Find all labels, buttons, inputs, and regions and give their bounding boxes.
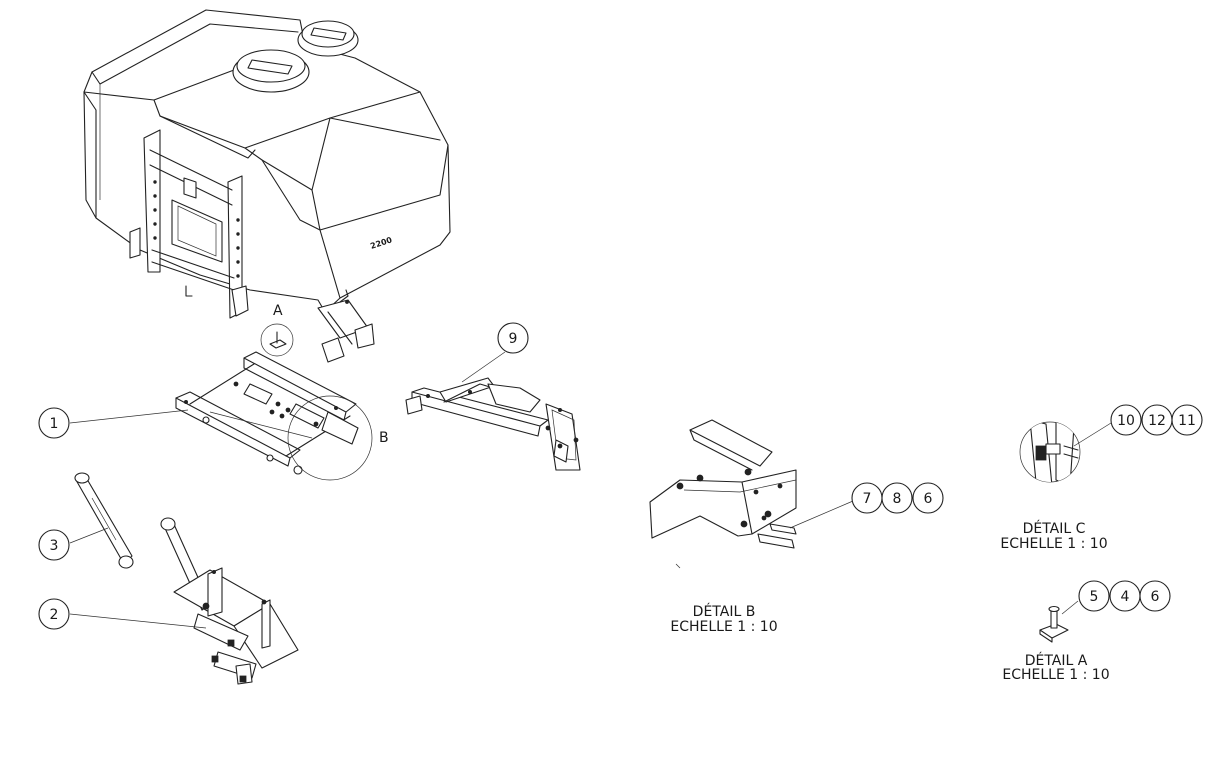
detail-a-circle [260,323,294,357]
part-9-arm [405,377,581,471]
balloon-6-detail-a: 6 [1139,580,1171,612]
balloon-6-detail-b: 6 [912,482,944,514]
balloon-11: 11 [1171,404,1203,436]
balloon-8: 8 [881,482,913,514]
detail-a-view [1039,605,1069,643]
balloon-2: 2 [38,598,70,630]
balloon-11-label: 11 [1178,413,1196,429]
balloon-12-label: 12 [1148,413,1166,429]
detail-c-title: DÉTAIL C [1023,520,1086,537]
balloon-3: 3 [38,529,70,561]
part-1-frame [175,351,359,475]
part-3-strut [74,472,134,569]
part-2-bracket [160,517,299,685]
detail-b-circle [287,395,373,481]
detail-b-title: DÉTAIL B [693,603,756,620]
balloon-10: 10 [1110,404,1142,436]
balloon-5-label: 5 [1090,589,1099,605]
view-marker-a: A [273,303,283,319]
balloon-1-label: 1 [50,416,59,432]
detail-b-scale: ECHELLE 1 : 10 [670,619,777,635]
balloon-8-label: 8 [893,491,902,507]
detail-b-view [649,419,797,569]
balloon-4-label: 4 [1121,589,1130,605]
balloon-4: 4 [1109,580,1141,612]
detail-c-view [1019,421,1081,483]
balloon-12: 12 [1141,404,1173,436]
balloon-7-label: 7 [863,491,872,507]
leader-lines [69,351,1112,629]
balloon-5: 5 [1078,580,1110,612]
balloon-1: 1 [38,407,70,439]
detail-a-scale: ECHELLE 1 : 10 [1002,667,1109,683]
tank-assembly: 2200 [83,9,451,363]
detail-c-scale: ECHELLE 1 : 10 [1000,536,1107,552]
balloon-10-label: 10 [1117,413,1135,429]
balloon-6-detail-a-label: 6 [1151,589,1160,605]
balloon-9: 9 [497,322,529,354]
balloon-6-detail-b-label: 6 [924,491,933,507]
balloon-2-label: 2 [50,607,59,623]
balloon-9-label: 9 [509,331,518,347]
balloon-3-label: 3 [50,538,59,554]
view-marker-b: B [379,430,389,446]
detail-a-title: DÉTAIL A [1025,652,1088,669]
balloon-7: 7 [851,482,883,514]
